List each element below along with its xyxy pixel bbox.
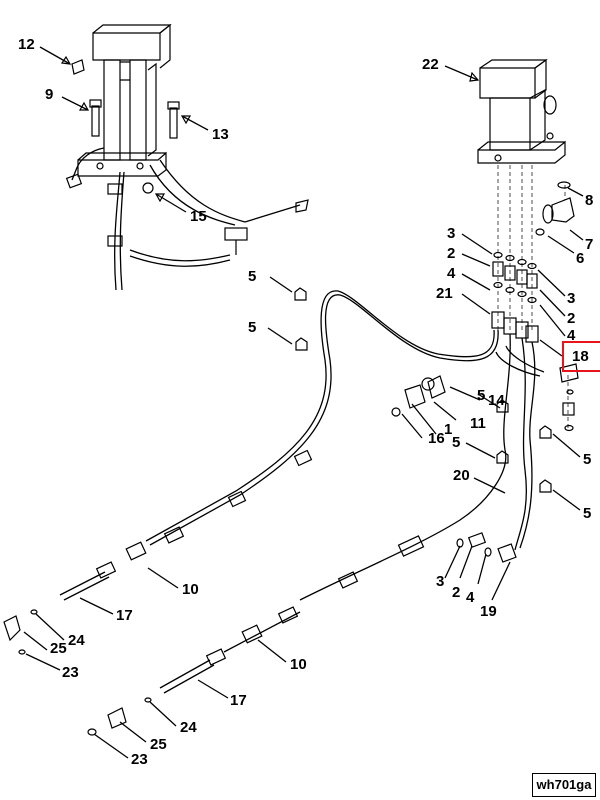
bolt-13 — [167, 101, 180, 139]
callout-16: 16 — [428, 430, 445, 447]
callout-11: 11 — [470, 415, 486, 432]
figure-id-box: wh701ga — [532, 773, 596, 797]
callout-19: 19 — [480, 603, 497, 620]
callout-25-upper: 25 — [50, 640, 67, 657]
callout-21: 21 — [436, 285, 453, 302]
callout-5-b: 5 — [248, 319, 256, 336]
tee-fitting-18 — [559, 363, 579, 432]
callout-15: 15 — [190, 208, 207, 225]
callout-5-d: 5 — [452, 434, 460, 451]
callout-9: 9 — [45, 86, 53, 103]
mount-bracket-1 — [391, 375, 446, 417]
valve-block-22 — [477, 58, 566, 164]
fitting-left-elbow — [65, 147, 105, 189]
callout-2-lower: 2 — [452, 584, 460, 601]
end-fittings-24-25-23 — [3, 609, 152, 736]
bolt-12 — [71, 59, 85, 75]
callout-24-upper: 24 — [68, 632, 85, 649]
callout-7: 7 — [585, 236, 593, 253]
hose-clamps-5 — [294, 287, 552, 493]
callout-3-upper-right: 3 — [567, 290, 575, 307]
callout-17-lower: 17 — [230, 692, 247, 709]
callout-12: 12 — [18, 36, 35, 53]
callout-5-f: 5 — [583, 505, 591, 522]
callout-22: 22 — [422, 56, 439, 73]
callout-4-upper-right: 4 — [567, 327, 576, 344]
callout-23-upper: 23 — [62, 664, 79, 681]
callout-3-upper-left: 3 — [447, 225, 455, 242]
callout-5-e: 5 — [583, 451, 591, 468]
bolt-9 — [89, 99, 102, 137]
callout-18: 18 — [572, 348, 589, 365]
callout-14: 14 — [488, 392, 505, 409]
callout-13: 13 — [212, 126, 229, 143]
callout-24-lower: 24 — [180, 719, 197, 736]
adapters-and-orings — [492, 251, 538, 304]
callout-2-upper-right: 2 — [567, 310, 575, 327]
callout-4-upper-left: 4 — [447, 265, 456, 282]
lower-hoses-17 — [59, 541, 301, 694]
main-hose-runs — [145, 290, 545, 601]
upper-left-hoses — [107, 159, 309, 291]
callout-17-upper: 17 — [116, 607, 133, 624]
highlight-box-callout-18 — [562, 341, 600, 372]
callout-10-upper: 10 — [182, 581, 199, 598]
hose-ends-21 — [491, 311, 539, 343]
callout-2-upper-left: 2 — [447, 245, 455, 262]
callout-4-lower: 4 — [466, 589, 475, 606]
callout-5-c: 5 — [477, 387, 485, 404]
inline-fittings — [163, 449, 517, 624]
callout-5-a: 5 — [248, 268, 256, 285]
callout-20: 20 — [453, 467, 470, 484]
callout-10-lower: 10 — [290, 656, 307, 673]
callout-23-lower: 23 — [131, 751, 148, 768]
callout-8: 8 — [585, 192, 593, 209]
callout-1: 1 — [444, 421, 452, 438]
callout-3-lower: 3 — [436, 573, 444, 590]
callout-25-lower: 25 — [150, 736, 167, 753]
elbow-fitting-7 — [535, 181, 575, 236]
callout-labels: 12 9 13 15 22 8 7 6 3 2 4 21 3 2 4 18 5 … — [18, 36, 593, 768]
leader-arrows — [23, 46, 584, 759]
callout-6: 6 — [576, 250, 584, 267]
nut-15 — [142, 182, 154, 194]
